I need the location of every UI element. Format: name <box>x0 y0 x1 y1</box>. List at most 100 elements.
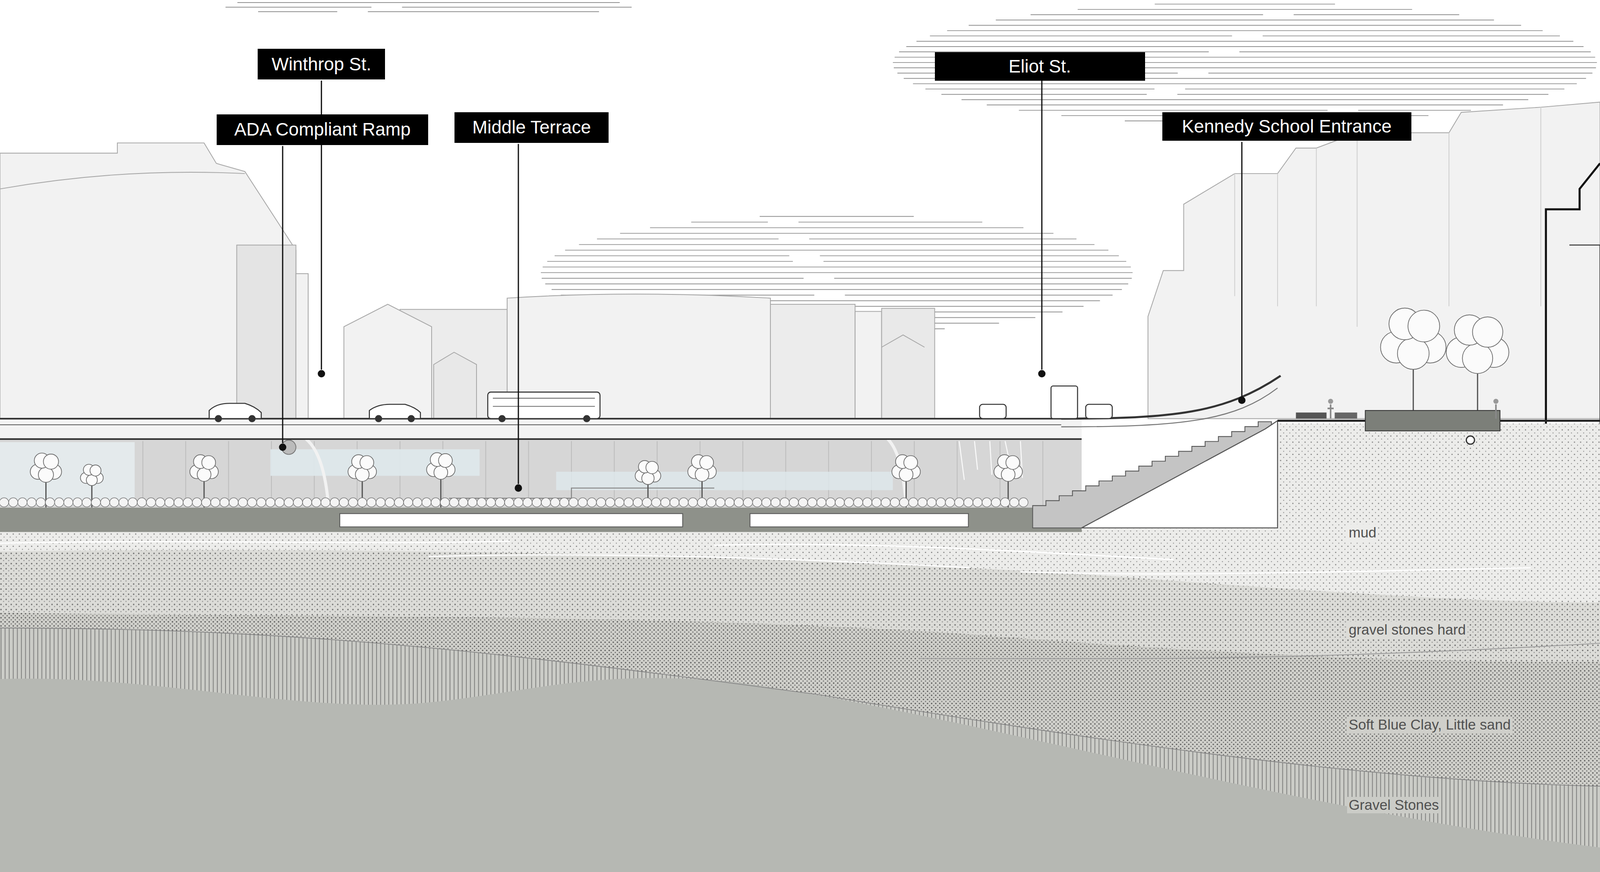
shrub <box>330 497 340 507</box>
tree <box>80 463 104 508</box>
shrub <box>495 497 505 507</box>
sky-line <box>1262 35 1560 37</box>
shrub <box>688 497 698 507</box>
shrub <box>624 497 634 507</box>
shrub <box>972 497 982 507</box>
trees <box>0 308 1509 508</box>
tree <box>699 455 714 470</box>
street-line <box>0 424 1062 426</box>
sky-line <box>925 88 1155 90</box>
tree <box>347 454 377 508</box>
shrub <box>229 497 239 507</box>
shrub <box>118 497 128 507</box>
sky-line <box>1154 3 1335 5</box>
shrub <box>605 497 615 507</box>
vehicles <box>408 415 415 422</box>
shrub <box>366 497 376 507</box>
sky-line <box>547 261 793 262</box>
shrub <box>486 497 496 507</box>
shrub <box>137 497 147 507</box>
shrub <box>467 497 477 507</box>
leader-lines <box>1038 370 1045 377</box>
shrub <box>146 497 156 507</box>
sky-line <box>809 238 1077 240</box>
sky-line <box>820 255 1120 257</box>
shrub <box>789 497 799 507</box>
buildings <box>0 102 1600 419</box>
deep-layer <box>0 678 1600 872</box>
buildings <box>0 142 297 419</box>
buildings <box>433 352 477 419</box>
shrub <box>523 497 533 507</box>
tag-text: Eliot St. <box>1008 56 1072 77</box>
sky-line <box>691 221 768 223</box>
leader-lines <box>279 444 286 451</box>
underground-space <box>0 438 1082 508</box>
soil-streaks <box>714 544 1174 560</box>
retaining-wall <box>1081 420 1278 528</box>
buildings <box>855 311 882 419</box>
sky-line <box>237 2 620 4</box>
tree <box>903 455 918 470</box>
leader-lines <box>1041 80 1043 370</box>
buildings <box>236 245 296 419</box>
shrub <box>476 497 486 507</box>
shrub <box>577 497 587 507</box>
leader-lines <box>318 370 325 377</box>
shrub <box>375 497 386 507</box>
street-tag: Eliot St. <box>934 52 1146 81</box>
sky-line <box>554 255 790 257</box>
leader-lines <box>517 144 520 485</box>
shrub <box>339 497 349 507</box>
shrub <box>192 497 202 507</box>
tree <box>645 461 659 474</box>
person <box>1328 398 1334 404</box>
tag-text: Middle Terrace <box>472 117 591 138</box>
street-tag: Kennedy School Entrance <box>1162 112 1412 141</box>
shrub <box>963 497 973 507</box>
sky-line <box>845 294 1113 296</box>
deck-underside <box>0 438 1082 440</box>
buildings <box>343 304 432 419</box>
buildings <box>1148 102 1600 419</box>
entrance-ramp <box>1061 388 1278 427</box>
buildings <box>770 304 856 419</box>
sky-line <box>968 25 1522 26</box>
shrub <box>321 497 331 507</box>
soil-label: mud <box>1347 524 1379 541</box>
glass-wall <box>0 441 135 506</box>
shrub <box>394 497 404 507</box>
sky-line <box>551 289 1122 291</box>
tag-text: Kennedy School Entrance <box>1181 116 1392 137</box>
layer-line <box>918 643 1600 659</box>
tag-text: ADA Compliant Ramp <box>234 119 411 140</box>
shrub <box>826 497 836 507</box>
wall-line <box>485 441 486 506</box>
sky-line <box>1293 14 1460 16</box>
shrub <box>908 497 918 507</box>
stone-layer <box>0 628 1600 872</box>
soil-streaks <box>428 554 970 568</box>
shrub <box>422 497 432 507</box>
shrub <box>348 497 358 507</box>
shrub <box>72 497 83 507</box>
shrub <box>385 497 395 507</box>
vehicles <box>1085 404 1112 419</box>
vehicles <box>375 415 382 422</box>
shrub <box>587 497 597 507</box>
columns <box>306 438 906 508</box>
shrub <box>532 497 542 507</box>
clay-layer <box>0 612 1600 872</box>
street-tag: ADA Compliant Ramp <box>216 114 428 146</box>
sky-line <box>930 35 1233 37</box>
sky-line <box>545 283 1129 285</box>
sky-line <box>564 249 1109 251</box>
buildings <box>0 172 245 190</box>
shrub <box>614 497 624 507</box>
shrub <box>173 497 184 507</box>
bench <box>1295 412 1327 419</box>
shrub <box>752 497 762 507</box>
sky-line <box>995 19 1494 21</box>
sky-line <box>1185 88 1565 90</box>
